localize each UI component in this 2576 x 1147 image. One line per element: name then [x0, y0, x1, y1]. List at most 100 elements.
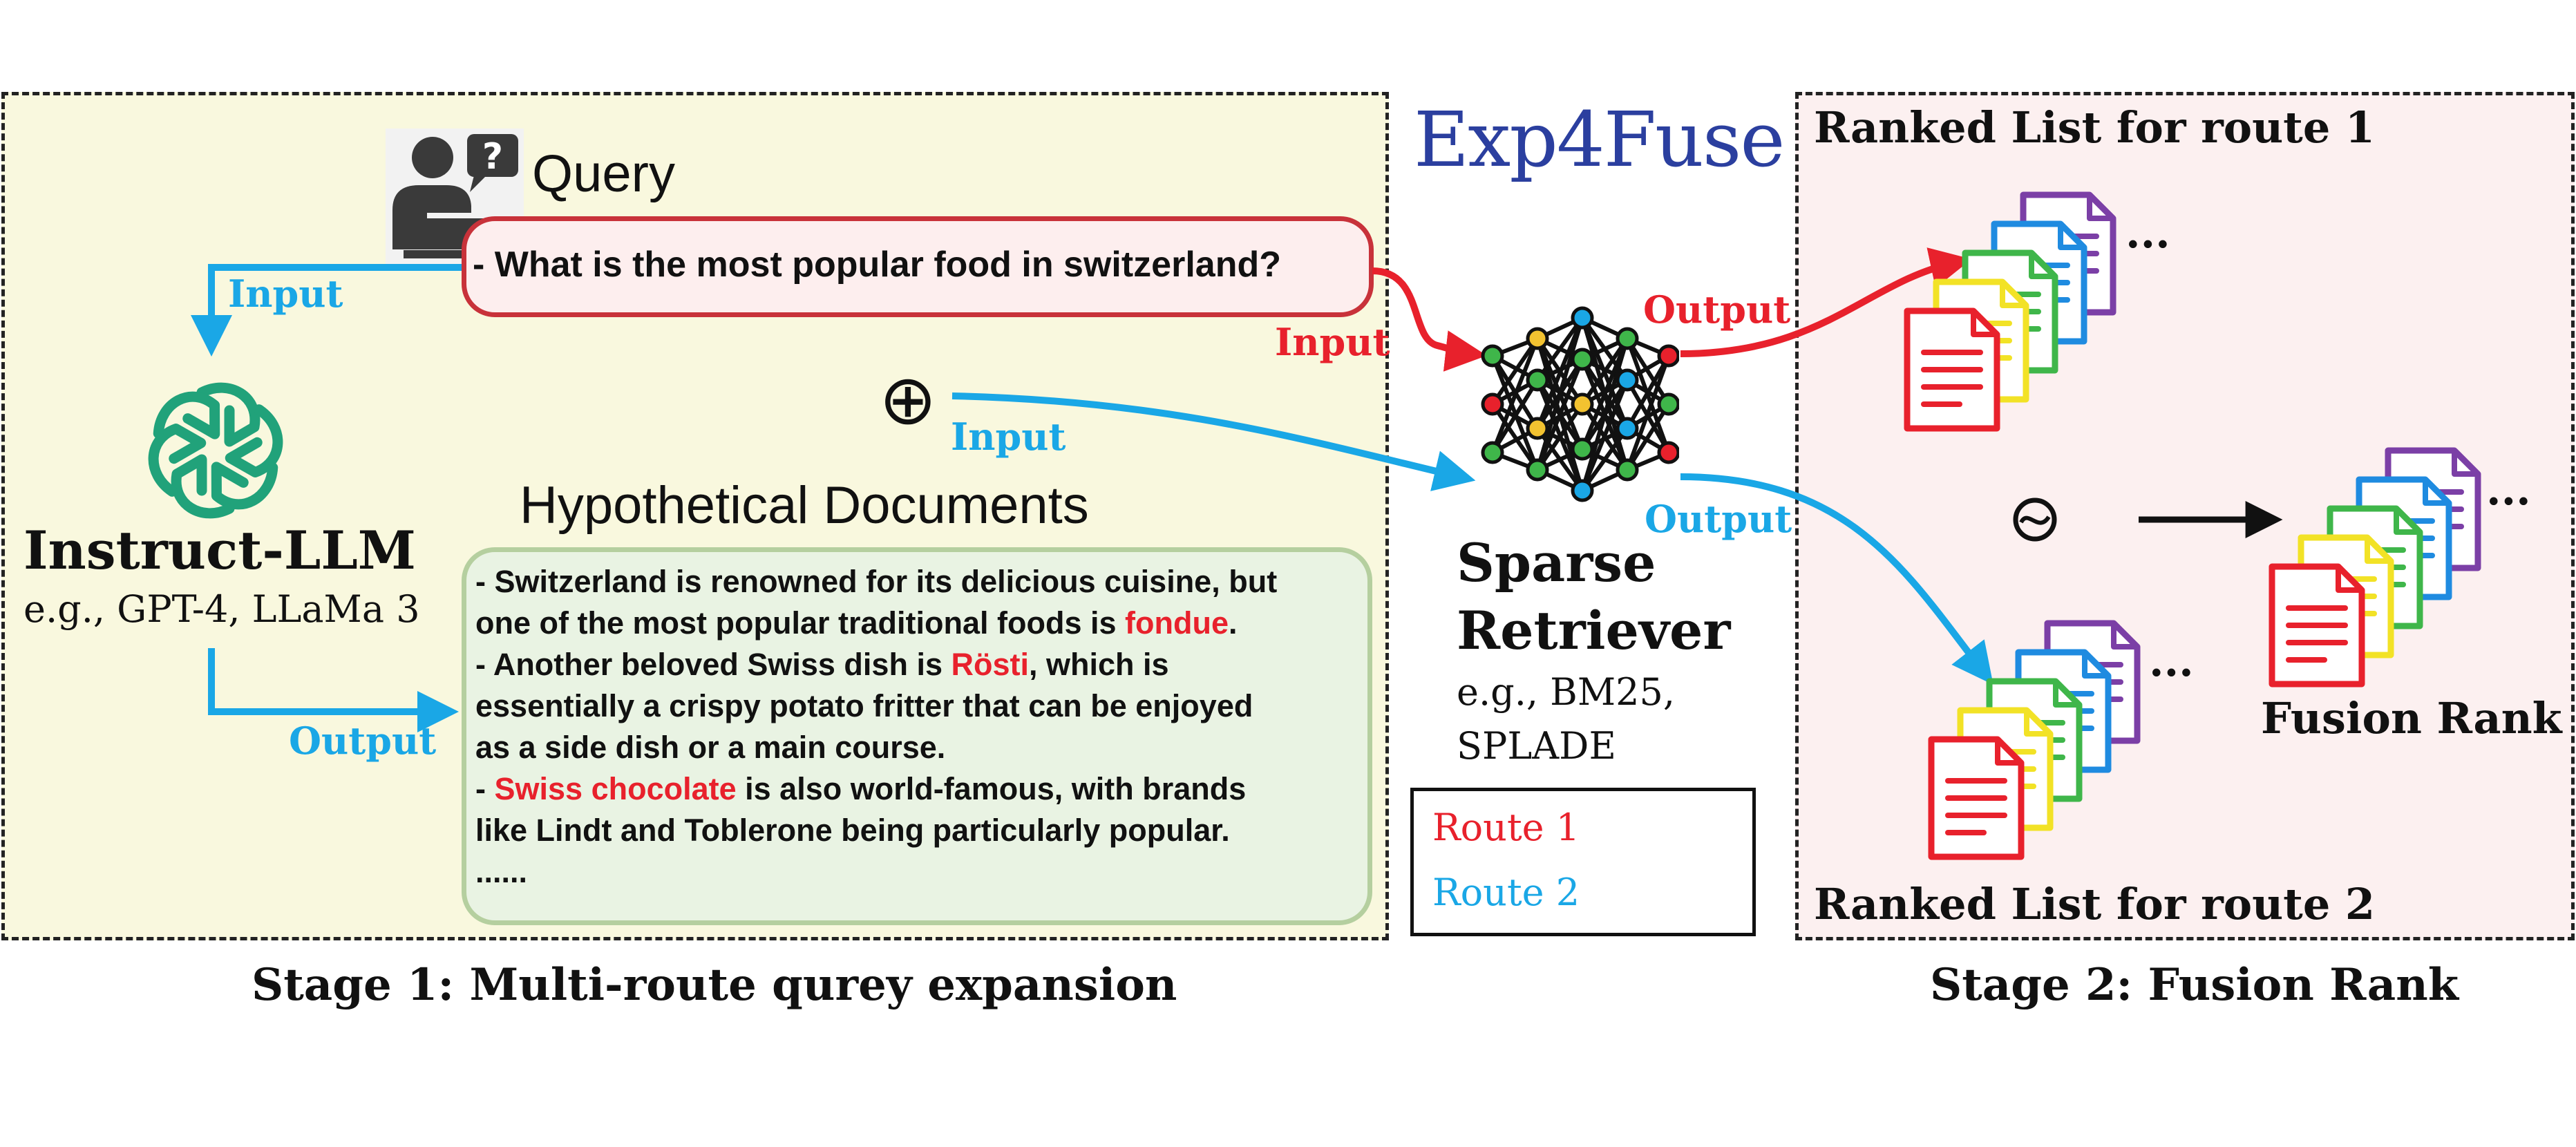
plus-symbol: ⊕ — [879, 361, 937, 439]
network-node — [1526, 417, 1549, 440]
network-edge — [1625, 354, 1671, 471]
network-edge — [1580, 427, 1629, 492]
ranked-list-route2-ellipsis: ... — [2149, 636, 2194, 686]
network-edge — [1490, 337, 1540, 454]
network-node — [1616, 368, 1639, 392]
stage1-caption: Stage 1: Multi-route qurey expansion — [252, 959, 1177, 1011]
query-label: Query — [532, 144, 675, 203]
fusion-rank-label: Fusion Rank — [2261, 693, 2562, 743]
instruct-llm-examples: e.g., GPT-4, LLaMa 3 — [23, 587, 420, 631]
document-text-segment: - Another beloved Swiss dish is — [475, 647, 951, 682]
network-edge — [1490, 337, 1540, 406]
hypothetical-document-line: ...... — [475, 851, 1367, 893]
document-text-segment: as a side dish or a main course. — [475, 730, 946, 765]
network-edge — [1535, 317, 1584, 471]
hypothetical-document-line: as a side dish or a main course. — [475, 727, 1367, 768]
stage2-caption: Stage 2: Fusion Rank — [1930, 959, 2459, 1011]
user-question-icon: ? — [386, 129, 524, 267]
network-edge — [1490, 403, 1540, 471]
output-label-left: Output — [289, 719, 437, 763]
network-edge — [1580, 337, 1629, 406]
document-stack-icon — [2269, 447, 2481, 688]
input-label-red: Input — [1275, 320, 1390, 364]
hypothetical-document-line: - Swiss chocolate is also world-famous, … — [475, 768, 1367, 810]
retriever-name-line1: Sparse — [1457, 532, 1656, 594]
document-text-segment: - — [475, 771, 495, 806]
similarity-tilde — [2019, 515, 2051, 525]
retriever-name-line2: Retriever — [1457, 600, 1731, 661]
llm-to-documents-arrow — [208, 648, 460, 732]
document-stack-icon — [1928, 620, 2141, 860]
document-page-icon — [2269, 563, 2365, 688]
neural-network-icon — [1481, 306, 1679, 502]
highlighted-term: fondue — [1125, 605, 1229, 641]
network-node — [1616, 327, 1639, 350]
highlighted-term: Rösti — [951, 647, 1029, 682]
document-text-segment: - Switzerland is renowned for its delici… — [475, 564, 1278, 599]
document-text-segment: , which is — [1028, 647, 1169, 682]
output-label-blue: Output — [1645, 497, 1792, 541]
hypothetical-documents-heading: Hypothetical Documents — [520, 476, 1089, 535]
svg-text:?: ? — [482, 136, 503, 178]
legend-route2-label: Route 2 — [1432, 871, 1580, 914]
network-edge — [1490, 379, 1540, 454]
network-edge — [1580, 338, 1629, 491]
network-node — [1571, 306, 1594, 330]
network-node — [1571, 437, 1594, 461]
network-node — [1616, 417, 1639, 440]
hypothetical-document-line: one of the most popular traditional food… — [475, 603, 1367, 644]
query-box — [462, 216, 1374, 317]
ranked-list-route1-ellipsis: ... — [2125, 207, 2170, 258]
document-text-segment: . — [1228, 605, 1238, 641]
instruct-llm-name: Instruct-LLM — [23, 520, 416, 581]
query-to-retriever-arrow — [1372, 267, 1487, 372]
network-edge — [1535, 403, 1584, 471]
network-edge — [1580, 379, 1629, 492]
network-node — [1657, 392, 1679, 416]
ranked-list-route1-title: Ranked List for route 1 — [1814, 102, 2375, 153]
hypothetical-document-line: - Another beloved Swiss dish is Rösti, w… — [475, 644, 1367, 685]
hypothetical-document-line: like Lindt and Toblerone being particula… — [475, 810, 1367, 851]
document-text-segment: essentially a crispy potato fritter that… — [475, 688, 1253, 723]
hypothetical-documents-text: - Switzerland is renowned for its delici… — [475, 561, 1367, 893]
network-edge — [1625, 337, 1671, 406]
input-label-left: Input — [228, 272, 343, 316]
ranked-list-route2-title: Ranked List for route 2 — [1814, 879, 2375, 929]
similarity-circle — [2013, 497, 2057, 542]
legend-route1-label: Route 1 — [1432, 806, 1580, 849]
network-edge — [1625, 403, 1671, 471]
network-node — [1526, 327, 1549, 350]
network-node — [1481, 392, 1504, 416]
network-node — [1616, 458, 1639, 482]
query-to-llm-arrow — [191, 264, 462, 357]
document-text-segment: is also world-famous, with brands — [736, 771, 1247, 806]
route1-output-arrow — [1680, 247, 1972, 357]
document-text-segment: like Lindt and Toblerone being particula… — [475, 813, 1230, 848]
network-edge — [1535, 358, 1584, 471]
network-edge — [1535, 316, 1584, 381]
network-node — [1571, 348, 1594, 371]
network-node — [1481, 344, 1504, 368]
document-stack-icon — [1904, 191, 2116, 432]
output-label-red: Output — [1643, 287, 1791, 332]
hypothetical-document-line: essentially a crispy potato fritter that… — [475, 685, 1367, 727]
network-edge — [1625, 354, 1671, 430]
hypothetical-document-line: - Switzerland is renowned for its delici… — [475, 561, 1367, 603]
network-node — [1657, 344, 1679, 368]
fusion-rank-ellipsis: ... — [2486, 464, 2531, 515]
document-page-icon — [1904, 307, 2000, 432]
input-label-mid: Input — [951, 415, 1066, 459]
retriever-examples-line2: SPLADE — [1457, 724, 1616, 768]
document-page-icon — [1928, 736, 2025, 860]
route2-output-arrow — [1680, 473, 1993, 685]
openai-logo-icon — [138, 373, 293, 528]
document-text-segment: one of the most popular traditional food… — [475, 605, 1126, 641]
documents-to-retriever-arrow — [951, 392, 1476, 491]
query-text: - What is the most popular food in switz… — [473, 245, 1281, 285]
network-node — [1526, 458, 1549, 482]
document-text-segment: ...... — [475, 854, 528, 889]
network-node — [1481, 441, 1504, 464]
highlighted-term: Swiss chocolate — [494, 771, 737, 806]
